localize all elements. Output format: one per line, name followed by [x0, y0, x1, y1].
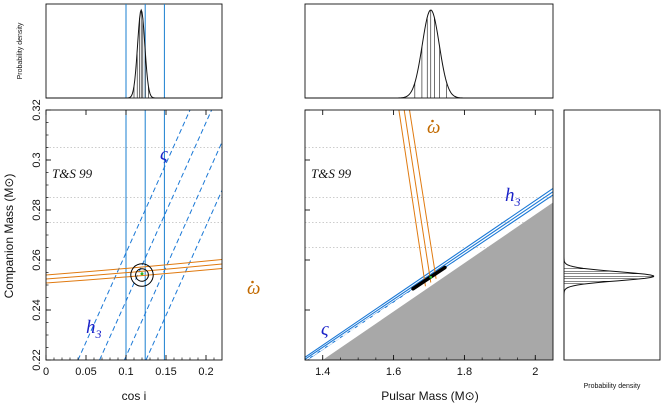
omegadot-line [409, 110, 437, 279]
probability-contour [130, 263, 154, 287]
cosi-vs-mc-xlabel: cos i [122, 389, 147, 403]
x-tick-label: 1.6 [386, 366, 401, 378]
cosi-vs-mc-h3-label: h3 [86, 317, 102, 341]
best-fit-segment [411, 265, 447, 291]
mp-vs-mc-reference-label: T&S 99 [311, 166, 352, 181]
mp-vs-mc-omegadot-label: ω [427, 117, 440, 138]
x-tick-label: 0.15 [155, 366, 176, 378]
x-tick-label: 0 [43, 366, 49, 378]
y-tick-label: 0.22 [31, 349, 43, 370]
top-middle-marginal-frame [304, 3, 554, 99]
marginal-curve [305, 9, 553, 99]
right-marginal-panel: Probability density [563, 109, 661, 390]
y-tick-label: 0.28 [31, 199, 43, 220]
h3-dashed-line [99, 110, 213, 360]
probability-contour [135, 268, 149, 282]
x-tick-label: 1.8 [457, 366, 472, 378]
right-marginal-xlabel: Probability density [584, 383, 641, 390]
mp-vs-mc-h3-label: h3 [505, 185, 521, 209]
marginal-curve [46, 8, 222, 99]
top-left-marginal-panel: Probability density [17, 3, 223, 99]
mp-vs-mc-omegadot-dot [431, 119, 434, 123]
cosi-vs-mc-s-label: ς [160, 144, 168, 165]
cosi-vs-mc-omegadot-label: ω [247, 278, 260, 299]
omegadot-line [398, 110, 426, 287]
cosi-vs-mc-reference-label: T&S 99 [52, 166, 93, 181]
mp-vs-mc-panel: 1.4 1.6 1.8 2 T&S 99 ς h3 ω Pulsar Mass (M⊙… [304, 109, 554, 403]
marginal-curve [563, 110, 655, 360]
excluded-region [322, 202, 553, 360]
mp-vs-mc-h3-main: h [505, 185, 515, 206]
cosi-vs-mc-omegadot-dot [251, 280, 254, 284]
best-fit-point [140, 272, 144, 276]
y-tick-label: 0.32 [31, 99, 43, 120]
top-left-marginal-ylabel: Probability density [17, 22, 24, 79]
right-marginal-frame [563, 109, 661, 361]
x-tick-label: 1.4 [315, 366, 330, 378]
mp-vs-mc-xlabel: Pulsar Mass (M⊙) [381, 389, 478, 403]
x-tick-label: 2 [532, 366, 538, 378]
omegadot-curve [46, 268, 222, 284]
h3-dashed-line [145, 189, 222, 360]
cosi-vs-mc-h3-sub: 3 [95, 327, 102, 341]
h3-band-line [305, 191, 553, 360]
mp-vs-mc-h3-sub: 3 [514, 195, 521, 209]
y-tick-label: 0.3 [31, 152, 43, 167]
top-middle-marginal-panel [304, 3, 554, 99]
mp-vs-mc-s-label: ς [321, 319, 329, 340]
x-tick-label: 0.05 [75, 366, 96, 378]
cosi-vs-mc-ylabel: Companion Mass (M⊙) [2, 174, 16, 299]
omegadot-line [403, 110, 432, 283]
y-tick-label: 0.26 [31, 249, 43, 270]
x-tick-label: 0.2 [198, 366, 213, 378]
cosi-vs-mc-h3-main: h [86, 317, 96, 338]
x-tick-label: 0.1 [118, 366, 133, 378]
omegadot-curve [46, 263, 222, 280]
h3-dashed-line [123, 140, 222, 360]
best-fit-point [429, 275, 433, 279]
h3-dashed-line [77, 110, 191, 360]
cosi-vs-mc-panel: 0 0.05 0.1 0.15 0.2 0.22 0.24 0.26 0.28 0.3 0.32 T… [2, 99, 260, 403]
y-tick-label: 0.24 [31, 299, 43, 320]
